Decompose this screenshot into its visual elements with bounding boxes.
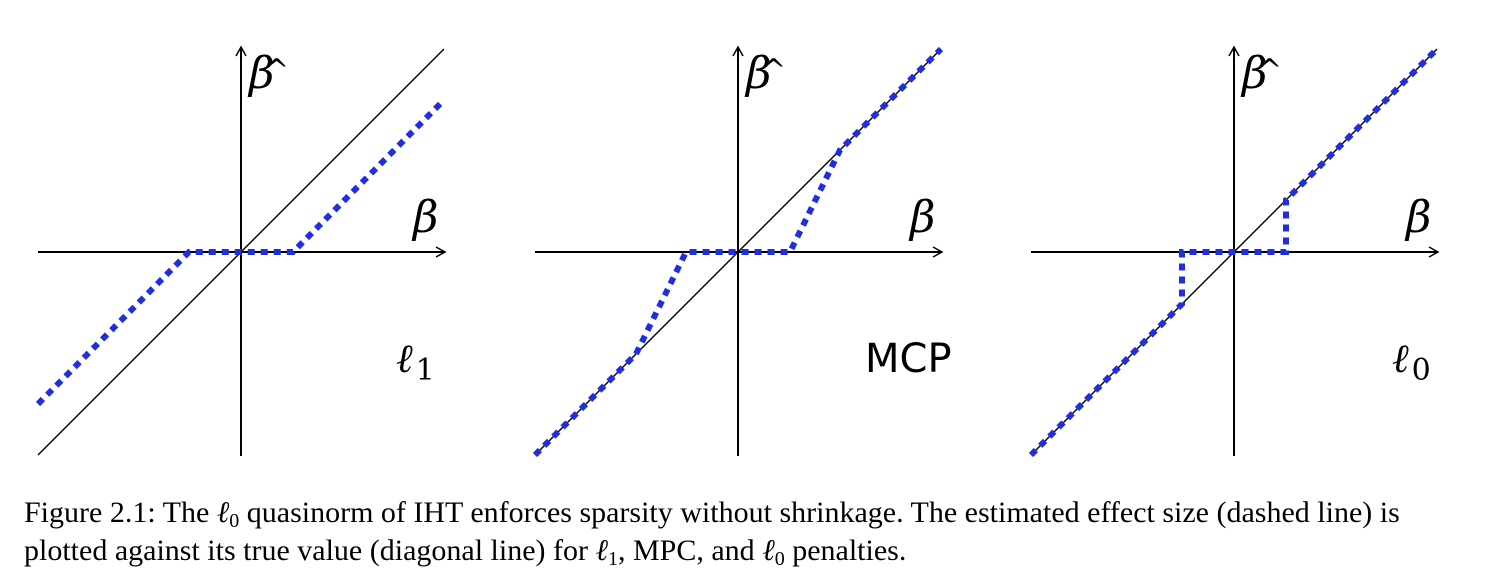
y-axis-label-accent: ^ [1257, 53, 1282, 88]
caption-part2: , MPC, and [618, 534, 763, 567]
y-axis-label: β [247, 48, 274, 99]
y-axis-label-accent: ^ [761, 53, 786, 88]
caption-part1: quasinorm of IHT enforces sparsity witho… [24, 496, 1400, 567]
estimate-line [1028, 46, 1440, 458]
x-axis-label: β [411, 192, 438, 243]
caption-ell-1-subscript: 1 [608, 548, 618, 570]
estimate-line [35, 97, 447, 407]
y-axis-label-accent: ^ [264, 53, 289, 88]
caption-ell-0b-subscript: 0 [774, 548, 785, 570]
caption-ell-0b: ℓ [762, 534, 775, 567]
x-axis-label: β [908, 192, 935, 243]
caption-ell-0-subscript: 0 [229, 510, 240, 532]
penalty-label-mcp: MCP [865, 336, 952, 382]
figure-caption: Figure 2.1: The ℓ0 quasinorm of IHT enfo… [24, 494, 1464, 570]
panel-mcp: β ^ β MCP [532, 45, 952, 458]
y-axis-label: β [1240, 48, 1267, 99]
caption-ell-0: ℓ [216, 496, 230, 529]
y-axis-label: β [744, 48, 771, 99]
estimate-line [532, 46, 944, 458]
x-axis-label: β [1404, 192, 1431, 243]
caption-ell-1: ℓ [595, 534, 609, 567]
caption-part3: penalties. [784, 534, 907, 567]
caption-prefix: Figure 2.1: The [24, 496, 217, 529]
